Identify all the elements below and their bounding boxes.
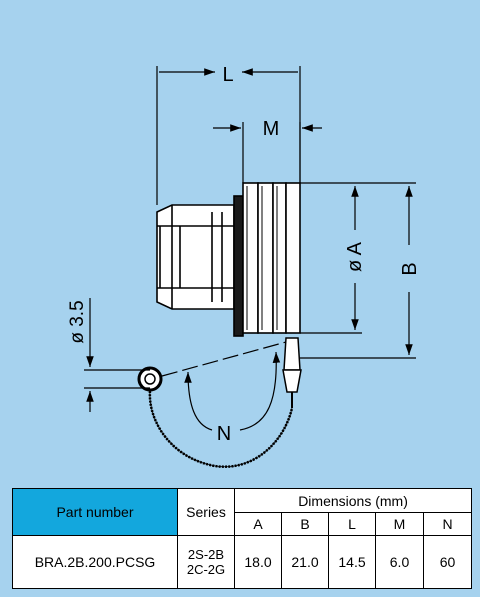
value-M: 6.0 xyxy=(375,535,424,589)
part-number-header: Part number xyxy=(12,488,178,536)
table-row: BRA.2B.200.PCSG 2S-2B 2C-2G 18.0 21.0 14… xyxy=(12,535,473,589)
column-header-A: A xyxy=(234,512,282,536)
series-value: 2S-2B 2C-2G xyxy=(177,535,235,589)
series-line-1: 2S-2B xyxy=(187,547,225,562)
column-header-L: L xyxy=(328,512,376,536)
value-B: 21.0 xyxy=(281,535,329,589)
technical-drawing: L M ø A B ø 3.5 N xyxy=(67,64,421,468)
column-header-B: B xyxy=(281,512,329,536)
value-L: 14.5 xyxy=(328,535,376,589)
dimension-label-hole: ø 3.5 xyxy=(67,300,88,343)
value-N: 60 xyxy=(422,535,473,589)
dimension-N xyxy=(161,341,287,431)
dimension-label-M: M xyxy=(263,118,280,140)
column-header-N: N xyxy=(422,512,473,536)
dimension-M xyxy=(213,122,322,183)
column-header-M: M xyxy=(375,512,424,536)
value-A: 18.0 xyxy=(234,535,282,589)
dimension-label-A: ø A xyxy=(344,241,366,272)
dimension-label-N: N xyxy=(217,423,231,445)
cap-body xyxy=(156,182,301,337)
dimension-label-B: B xyxy=(399,262,421,275)
lanyard xyxy=(137,337,302,468)
series-header: Series xyxy=(177,488,235,536)
dimension-A xyxy=(300,182,416,334)
part-number-value: BRA.2B.200.PCSG xyxy=(12,535,178,589)
dimension-label-L: L xyxy=(222,64,233,86)
series-line-2: 2C-2G xyxy=(186,562,226,577)
dimensions-header: Dimensions (mm) xyxy=(233,488,473,513)
dimension-hole xyxy=(84,298,150,412)
specification-table: Part number Series Dimensions (mm) A B L… xyxy=(12,488,473,589)
dimension-B xyxy=(300,186,416,359)
